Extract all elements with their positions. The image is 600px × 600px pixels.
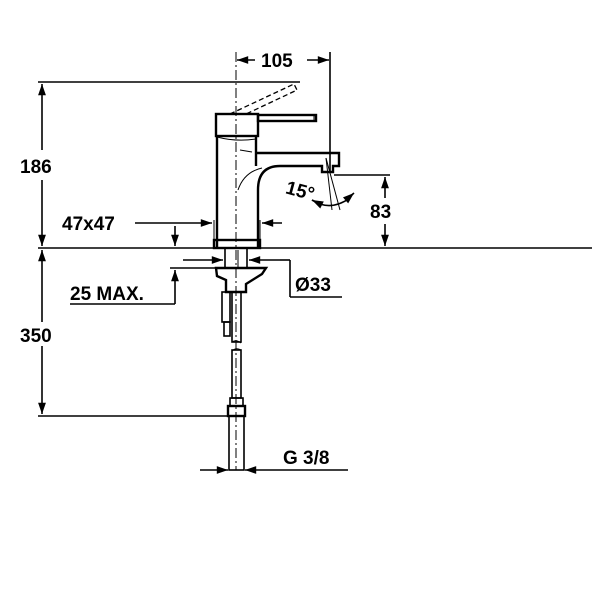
lever-handle [256, 113, 318, 123]
dimension-83-label: 83 [370, 202, 391, 223]
reference-lines [38, 52, 592, 470]
dimension-105-label: 105 [261, 51, 293, 72]
handle-block [214, 112, 260, 138]
dimension-350: 350 [20, 250, 52, 414]
spout-curve-detail [237, 167, 263, 191]
dimension-deck-thickness-label: 25 MAX. [70, 284, 144, 305]
dimension-186: 186 [20, 84, 52, 246]
body-joint-line [216, 136, 257, 141]
hose-connector-tail [228, 415, 245, 471]
mounting-nut [214, 266, 269, 294]
mounting-assembly [214, 247, 269, 471]
base-flange [212, 238, 262, 250]
dimension-deck-thickness: 25 MAX. [70, 226, 216, 305]
dimension-47x47-label: 47x47 [62, 214, 115, 235]
angle-15-label: 15° [283, 178, 316, 206]
hose-break-lower [231, 348, 242, 352]
angle-line-vertical [325, 157, 333, 211]
body-detail-line [239, 149, 253, 153]
spout [256, 151, 341, 248]
flex-hose-long-upper [231, 291, 242, 343]
flex-hose-short-tip [223, 321, 231, 337]
angle-arrow-right [342, 192, 355, 204]
hose-break-upper [231, 340, 242, 344]
dimension-hole-diameter-label: Ø33 [295, 275, 331, 296]
flex-hose-short [221, 291, 231, 323]
dimension-thread: G 3/8 [200, 448, 348, 474]
dimension-47x47: 47x47 [62, 214, 282, 240]
angle-line-slanted [325, 157, 341, 211]
faucet-body [212, 83, 341, 250]
lever-raised-position [229, 83, 298, 116]
dimension-350-label: 350 [20, 326, 52, 347]
dimension-hole-diameter: Ø33 [183, 256, 342, 298]
angle-arrow-left [311, 199, 324, 209]
dimension-thread-label: G 3/8 [283, 448, 329, 469]
dimension-186-label: 186 [20, 157, 52, 178]
dimension-83: 83 [334, 174, 391, 246]
